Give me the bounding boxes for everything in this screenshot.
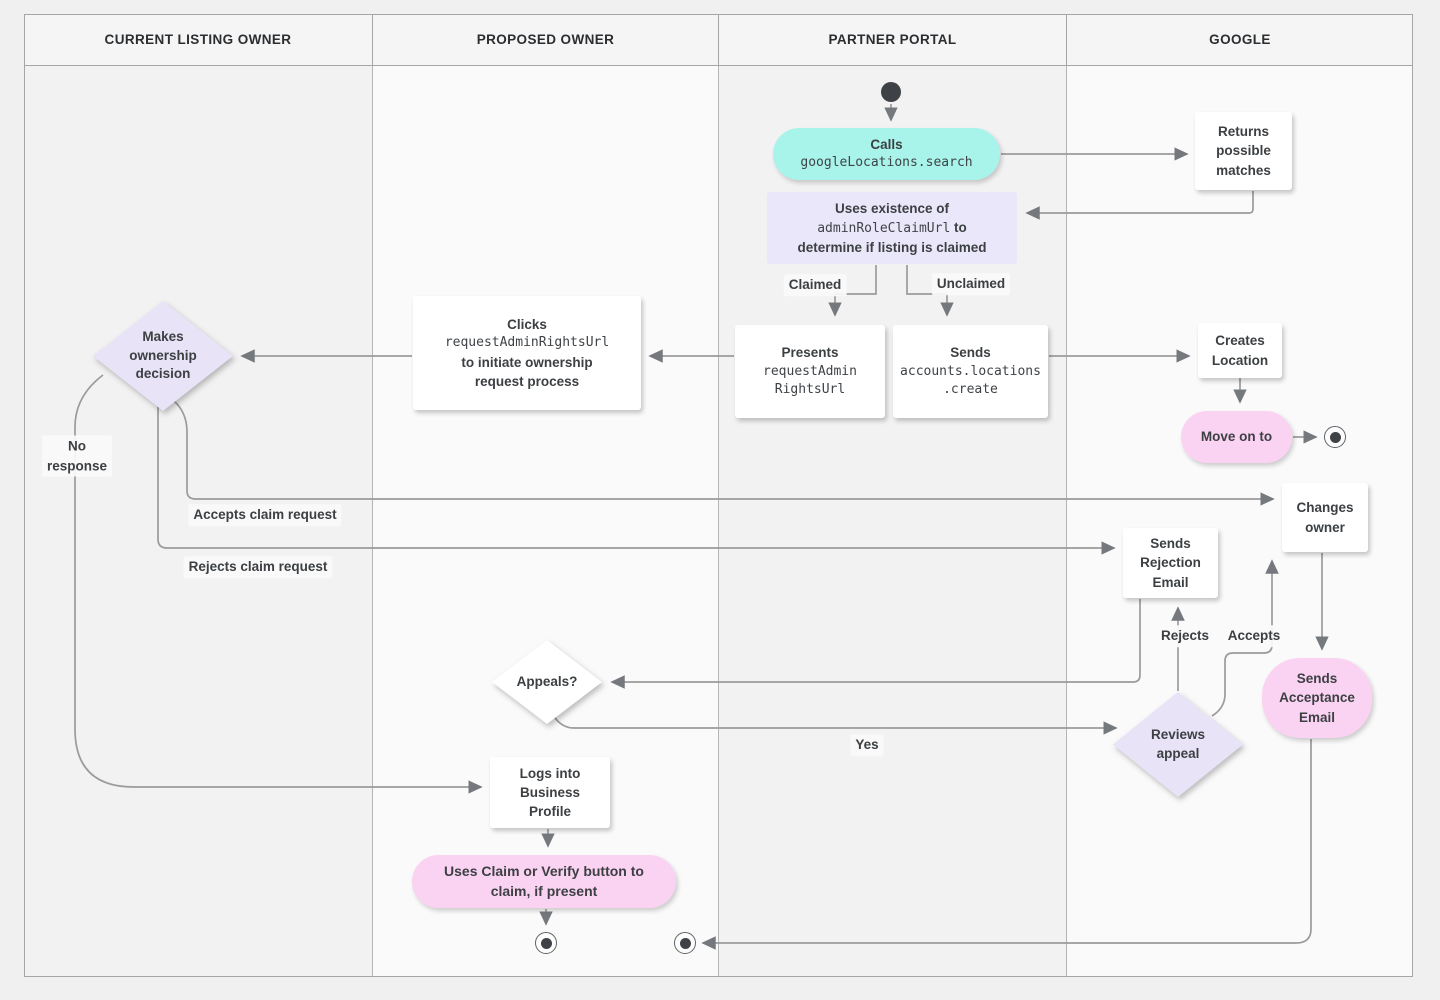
- node-move-on-to: Move on to: [1181, 411, 1292, 463]
- node-calls-google-locations-search: Calls googleLocations.search: [773, 128, 1000, 180]
- lane-header-partner-portal: PARTNER PORTAL: [719, 14, 1067, 66]
- decision-appeals: Appeals?: [492, 640, 602, 724]
- node-text: Move on to: [1200, 429, 1273, 445]
- node-code: googleLocations.search: [800, 155, 973, 171]
- node-sends-accounts-locations-create: Sends accounts.locations .create: [893, 325, 1048, 418]
- node-text: to: [950, 219, 967, 235]
- edge-label-rejects-claim-request: Rejects claim request: [183, 556, 333, 578]
- edge-label-unclaimed: Unclaimed: [931, 273, 1011, 295]
- node-text: Uses Claim or Verify button to claim, if…: [444, 862, 644, 899]
- node-title: Presents: [781, 345, 839, 361]
- node-text: to initiate ownership request process: [461, 354, 593, 389]
- node-sends-acceptance-email: Sends Acceptance Email: [1262, 658, 1372, 738]
- node-text: Sends Rejection Email: [1140, 536, 1201, 590]
- node-code: requestAdmin RightsUrl: [763, 363, 857, 398]
- start-node: [881, 82, 901, 102]
- edge-label-accepts: Accepts: [1222, 625, 1286, 647]
- node-text: Creates Location: [1211, 333, 1269, 368]
- lane-proposed-owner: [373, 14, 719, 977]
- lane-header-label: CURRENT LISTING OWNER: [104, 32, 292, 47]
- node-creates-location: Creates Location: [1198, 323, 1282, 378]
- lane-header-label: PROPOSED OWNER: [476, 32, 615, 47]
- node-sends-rejection-email: Sends Rejection Email: [1123, 528, 1218, 598]
- node-text: Sends Acceptance Email: [1279, 671, 1355, 725]
- node-text: Reviews appeal: [1150, 726, 1206, 761]
- end-node-partner-portal: [674, 932, 696, 954]
- end-node-proposed-owner: [535, 932, 557, 954]
- node-text: Changes owner: [1296, 500, 1354, 535]
- node-uses-existence-admin-role-claim-url: Uses existence of adminRoleClaimUrl to d…: [767, 192, 1017, 264]
- node-returns-possible-matches: Returns possible matches: [1195, 112, 1292, 190]
- lane-header-google: GOOGLE: [1067, 14, 1413, 66]
- edge-label-claimed: Claimed: [783, 274, 847, 296]
- edge-label-accepts-claim-request: Accepts claim request: [188, 504, 342, 526]
- lane-header-current-listing-owner: CURRENT LISTING OWNER: [24, 14, 373, 66]
- node-text: Appeals?: [516, 673, 578, 689]
- node-text: determine if listing is claimed: [797, 240, 987, 256]
- node-text: Makes ownership decision: [129, 328, 197, 382]
- decision-makes-ownership-decision: Makes ownership decision: [93, 301, 233, 411]
- lane-header-label: PARTNER PORTAL: [828, 32, 957, 47]
- node-uses-claim-or-verify-button: Uses Claim or Verify button to claim, if…: [412, 855, 676, 908]
- node-logs-into-business-profile: Logs into Business Profile: [490, 757, 610, 828]
- node-title: Sends: [950, 345, 991, 361]
- lane-header-label: GOOGLE: [1209, 32, 1271, 47]
- node-text: Uses existence of: [834, 200, 950, 216]
- node-presents-request-admin-rights-url: Presents requestAdmin RightsUrl: [735, 325, 885, 418]
- node-text: Returns possible matches: [1216, 124, 1271, 178]
- edge-label-rejects: Rejects: [1155, 625, 1215, 647]
- lane-header-proposed-owner: PROPOSED OWNER: [373, 14, 719, 66]
- node-text: Logs into Business Profile: [519, 765, 581, 820]
- edge-label-no-response: No response: [41, 435, 113, 477]
- node-title: Calls: [870, 137, 903, 153]
- decision-reviews-appeal: Reviews appeal: [1113, 692, 1243, 797]
- end-node-google: [1324, 426, 1346, 448]
- node-code: requestAdminRightsUrl: [444, 335, 610, 351]
- node-changes-owner: Changes owner: [1282, 483, 1368, 552]
- lane-current-listing-owner: [24, 14, 373, 977]
- node-title: Clicks: [507, 317, 547, 333]
- edge-label-yes: Yes: [850, 734, 884, 756]
- node-clicks-request-admin-rights-url: Clicks requestAdminRightsUrl to initiate…: [413, 296, 641, 410]
- node-code: adminRoleClaimUrl: [817, 220, 951, 236]
- node-code: accounts.locations .create: [900, 363, 1041, 398]
